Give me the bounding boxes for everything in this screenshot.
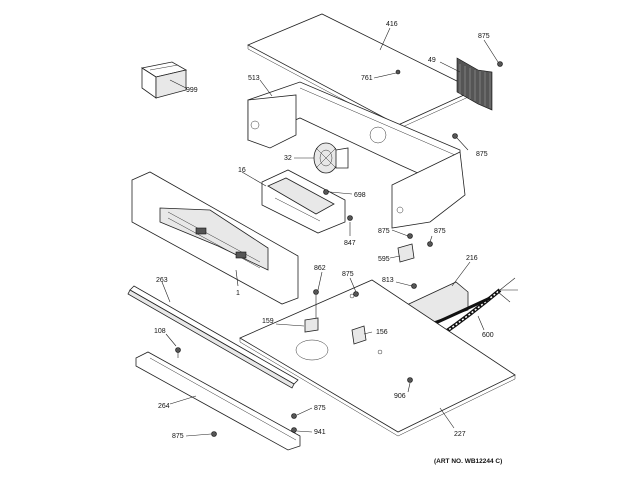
callout-49: 49 xyxy=(428,57,436,64)
part-side-panel-right xyxy=(391,151,466,229)
part-16-control-board xyxy=(261,169,346,234)
part-1-control-console xyxy=(131,171,299,305)
callout-875: 875 xyxy=(378,228,390,235)
callout-156: 156 xyxy=(376,329,388,336)
part-999-box xyxy=(140,61,188,99)
callout-999: 999 xyxy=(186,87,198,94)
callout-108: 108 xyxy=(154,328,166,335)
callout-875: 875 xyxy=(434,228,446,235)
callout-16: 16 xyxy=(238,167,246,174)
callout-159: 159 xyxy=(262,318,274,325)
callout-416: 416 xyxy=(386,21,398,28)
part-32-fan-motor xyxy=(313,142,349,174)
art-number: (ART NO. WB12244 C) xyxy=(434,458,502,465)
callout-513: 513 xyxy=(248,75,260,82)
callout-264: 264 xyxy=(158,403,170,410)
part-263-trim xyxy=(127,285,299,389)
callout-1: 1 xyxy=(236,290,240,297)
callout-875: 875 xyxy=(172,433,184,440)
callout-875: 875 xyxy=(342,271,354,278)
callout-813: 813 xyxy=(382,277,394,284)
callout-847: 847 xyxy=(344,240,356,247)
leader-lines xyxy=(161,27,499,437)
part-156-bracket xyxy=(351,325,367,345)
callout-698: 698 xyxy=(354,192,366,199)
callout-600: 600 xyxy=(482,332,494,339)
part-49-vent-grille xyxy=(456,57,493,111)
callout-761: 761 xyxy=(361,75,373,82)
part-595-bracket xyxy=(397,243,415,263)
callout-875: 875 xyxy=(476,151,488,158)
callout-941: 941 xyxy=(314,429,326,436)
part-227-bottom-panel xyxy=(239,279,516,437)
callout-862: 862 xyxy=(314,265,326,272)
part-159-bracket xyxy=(304,317,319,333)
callout-875: 875 xyxy=(314,405,326,412)
callout-227: 227 xyxy=(454,431,466,438)
part-513-back-panel xyxy=(247,81,461,193)
callout-263: 263 xyxy=(156,277,168,284)
callout-875: 875 xyxy=(478,33,490,40)
callout-labels: 416 875 49 999 513 761 875 32 16 698 847… xyxy=(154,21,494,440)
callout-595: 595 xyxy=(378,256,390,263)
part-264-kick-plate xyxy=(135,351,301,451)
callout-216: 216 xyxy=(466,255,478,262)
callout-906: 906 xyxy=(394,393,406,400)
callout-32: 32 xyxy=(284,155,292,162)
screw-fasteners xyxy=(175,61,503,437)
